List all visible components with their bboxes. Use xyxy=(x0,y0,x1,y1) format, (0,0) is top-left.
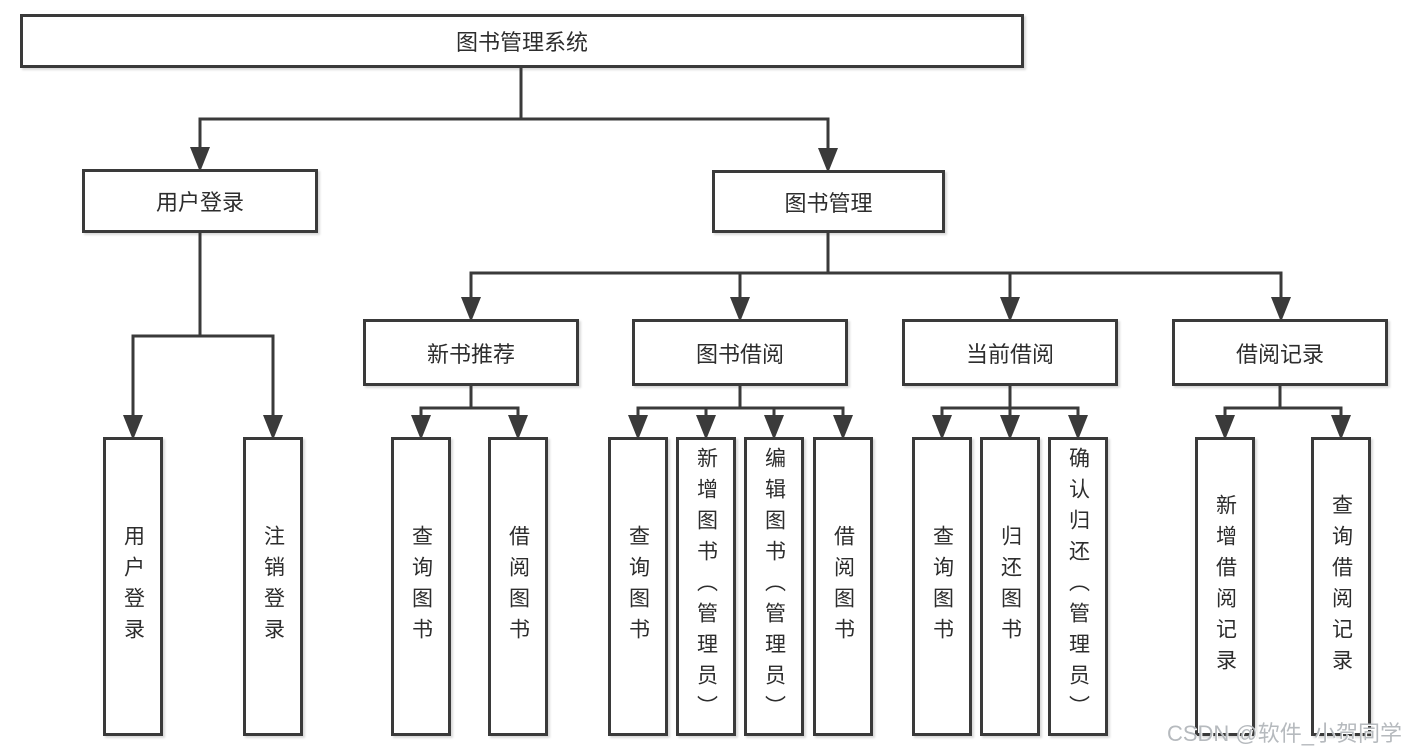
node-borrow-records: 借阅记录 xyxy=(1172,319,1388,386)
node-borrow-records-label: 借阅记录 xyxy=(1235,341,1324,367)
node-user-login-label: 用户登录 xyxy=(155,190,244,215)
node-leaf-add-book-admin: 新增图书（管理员） xyxy=(676,437,736,736)
leaf-query-borrow-record-label: 查询借阅记录 xyxy=(1329,493,1353,680)
leaf-edit-book-admin-label: 编辑图书（管理员） xyxy=(762,447,786,726)
leaf-return-book-label: 归还图书 xyxy=(998,524,1022,649)
node-leaf-logout: 注销登录 xyxy=(243,437,303,736)
node-new-book-recommend-label: 新书推荐 xyxy=(426,341,515,367)
node-book-borrowing: 图书借阅 xyxy=(632,319,848,386)
node-leaf-query-borrow-record: 查询借阅记录 xyxy=(1311,437,1371,736)
node-leaf-borrow-book-rec: 借阅图书 xyxy=(488,437,548,736)
leaf-add-book-admin-label: 新增图书（管理员） xyxy=(694,447,718,726)
leaf-user-login-label: 用户登录 xyxy=(121,524,145,649)
leaf-confirm-return-admin-label: 确认归还（管理员） xyxy=(1066,447,1090,726)
node-user-login-branch: 用户登录 xyxy=(82,169,318,233)
node-new-book-recommend: 新书推荐 xyxy=(363,319,579,386)
leaf-query-book-rec-label: 查询图书 xyxy=(409,524,433,649)
leaf-query-book-current-label: 查询图书 xyxy=(930,524,954,649)
node-leaf-query-book-rec: 查询图书 xyxy=(391,437,451,736)
watermark: CSDN @软件_小贺同学 xyxy=(1166,721,1402,746)
node-current-borrowing-label: 当前借阅 xyxy=(965,341,1054,367)
node-book-management-branch: 图书管理 xyxy=(712,170,945,233)
leaf-logout-label: 注销登录 xyxy=(261,524,285,649)
node-leaf-edit-book-admin: 编辑图书（管理员） xyxy=(744,437,804,736)
node-leaf-query-book-borrowing: 查询图书 xyxy=(608,437,668,736)
node-root-system: 图书管理系统 xyxy=(20,14,1024,68)
node-root-label: 图书管理系统 xyxy=(455,30,588,55)
node-leaf-borrow-book-borrowing: 借阅图书 xyxy=(813,437,873,736)
node-book-management-label: 图书管理 xyxy=(784,190,873,216)
leaf-add-borrow-record-label: 新增借阅记录 xyxy=(1213,493,1237,680)
leaf-query-book-borrowing-label: 查询图书 xyxy=(626,524,650,649)
node-leaf-user-login: 用户登录 xyxy=(103,437,163,736)
node-current-borrowing: 当前借阅 xyxy=(902,319,1118,386)
node-leaf-confirm-return-admin: 确认归还（管理员） xyxy=(1048,437,1108,736)
leaf-borrow-book-borrowing-label: 借阅图书 xyxy=(831,524,855,649)
node-leaf-query-book-current: 查询图书 xyxy=(912,437,972,736)
node-leaf-return-book: 归还图书 xyxy=(980,437,1040,736)
leaf-borrow-book-rec-label: 借阅图书 xyxy=(506,524,530,649)
node-leaf-add-borrow-record: 新增借阅记录 xyxy=(1195,437,1255,736)
node-book-borrowing-label: 图书借阅 xyxy=(695,341,784,367)
